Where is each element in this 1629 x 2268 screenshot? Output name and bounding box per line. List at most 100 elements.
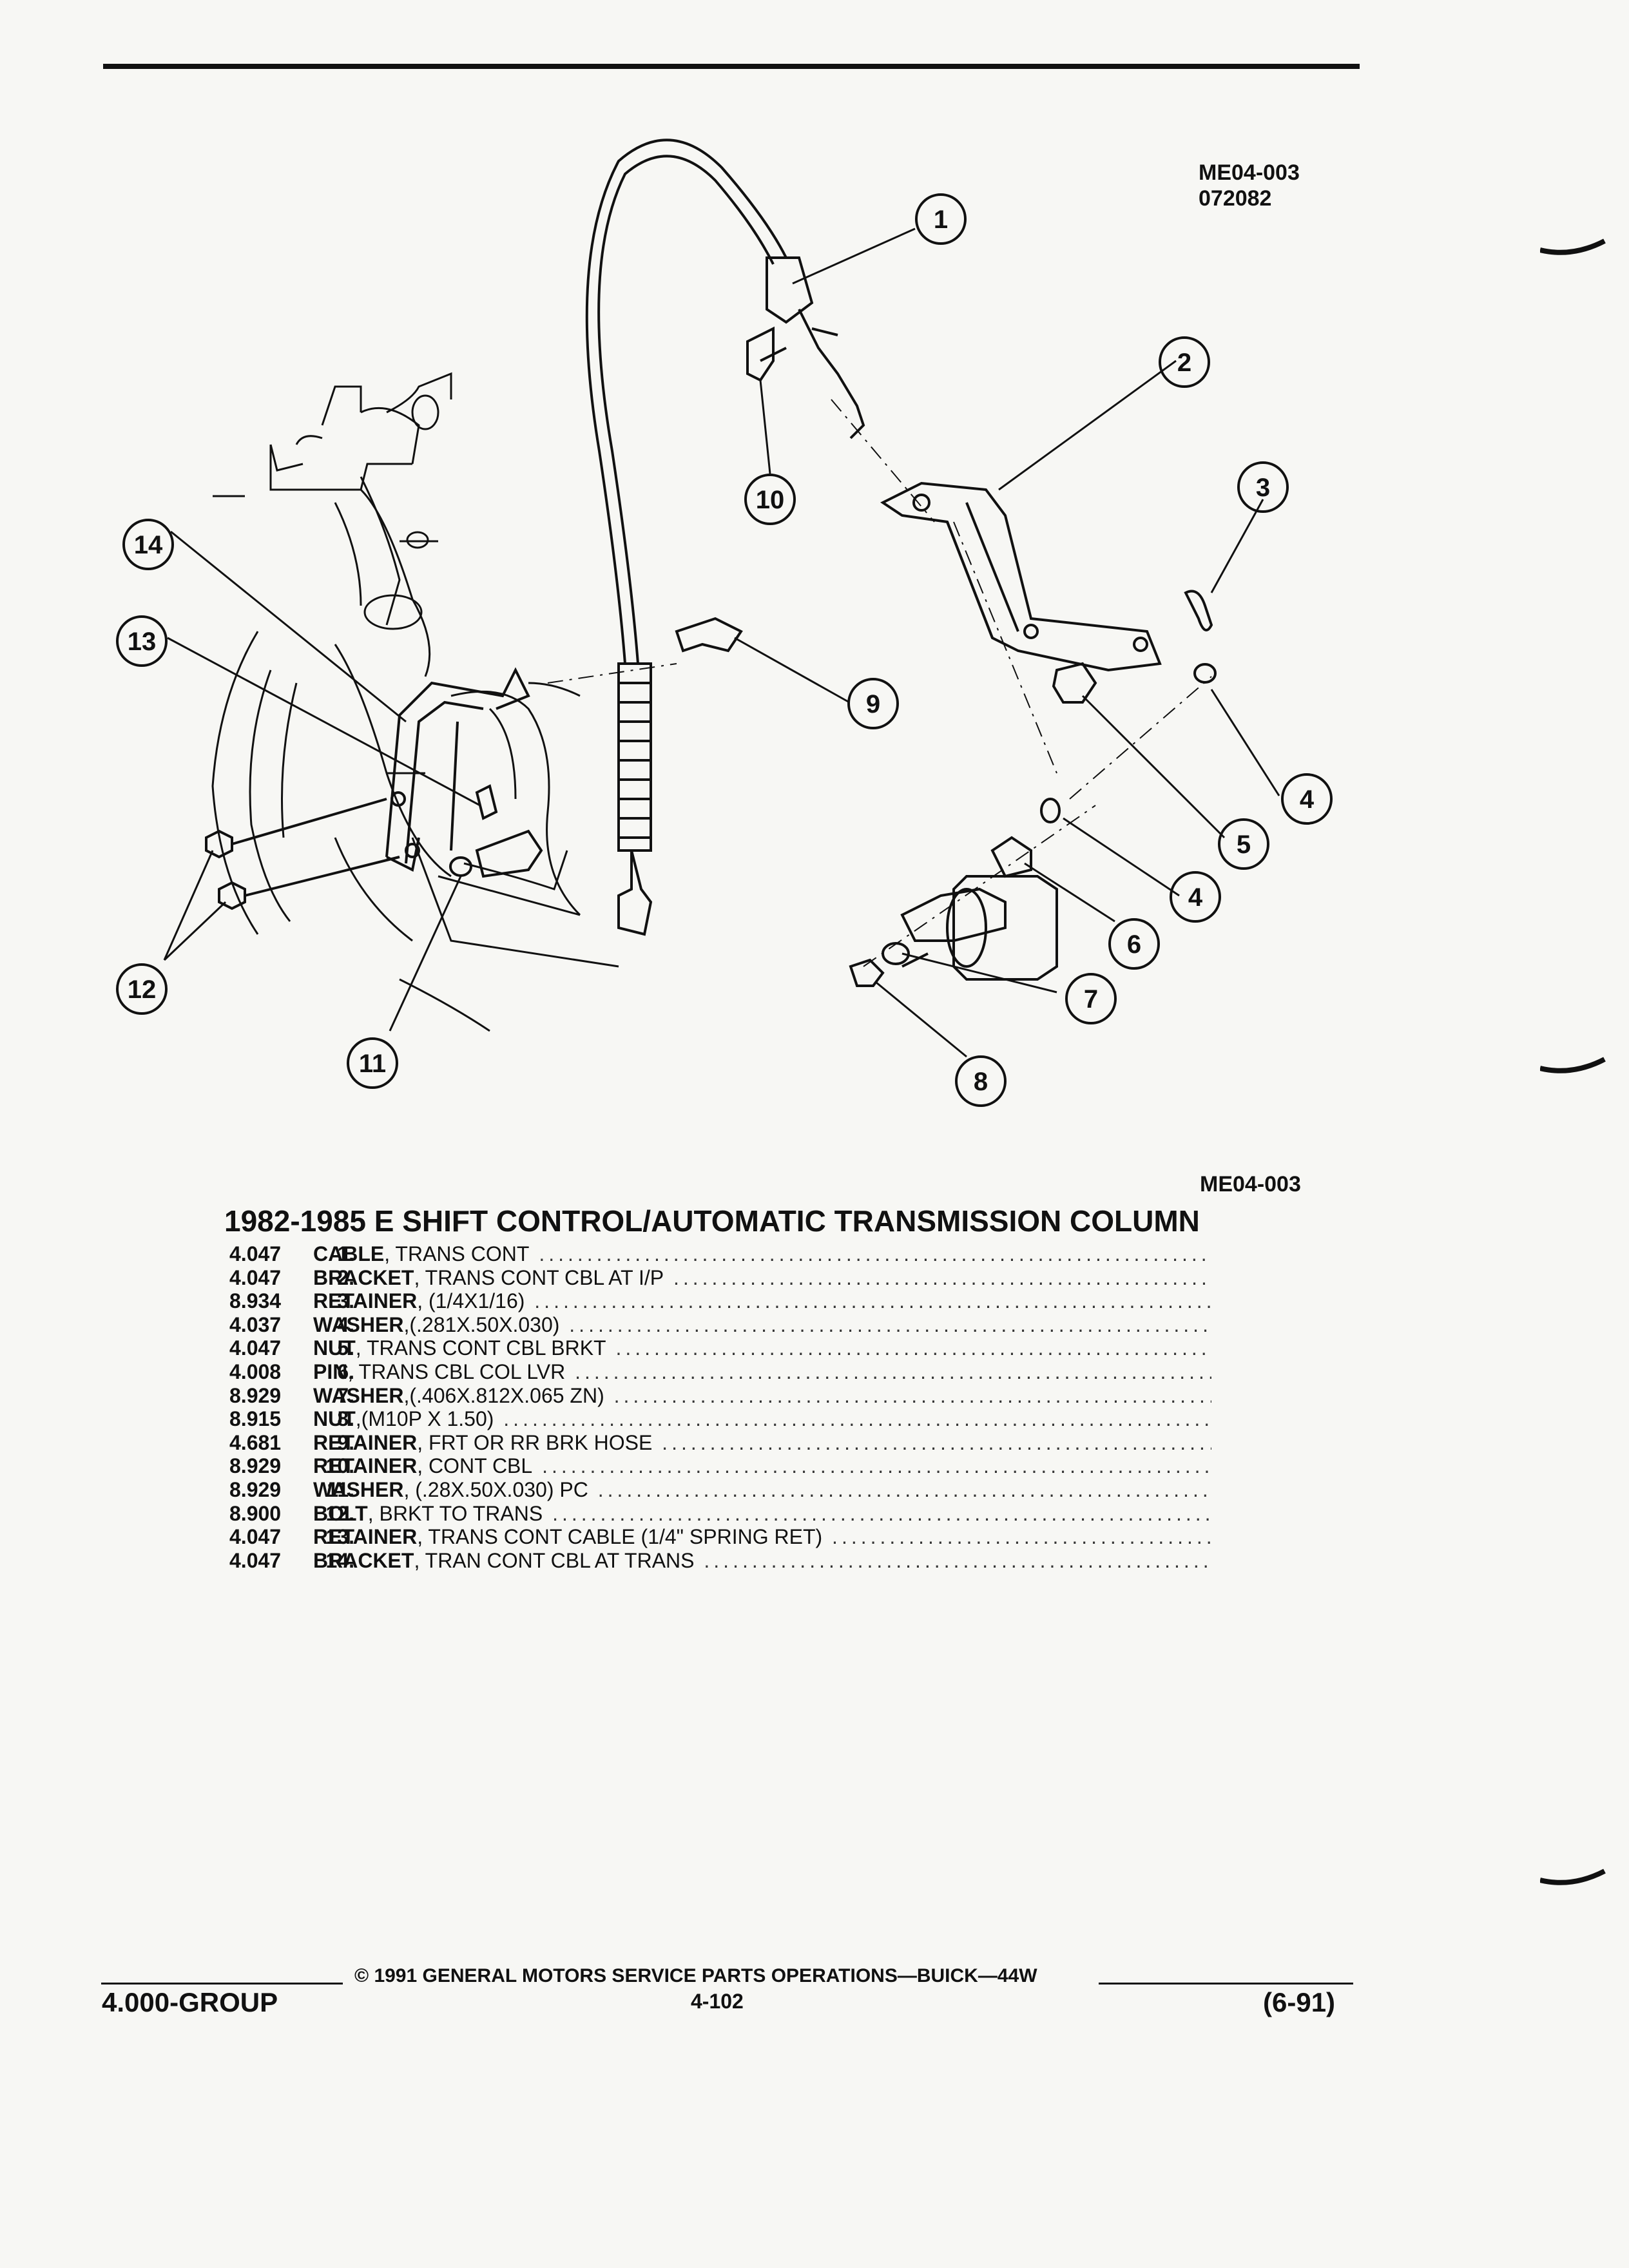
part-group-code: 4.037 [229, 1312, 282, 1336]
bolts-12 [205, 798, 400, 910]
callout-1: 1 [934, 206, 948, 234]
part-detail: , TRANS CONT CBL AT I/P [414, 1265, 664, 1289]
part-number: 9. [337, 1430, 354, 1454]
figure-date-code: 072082 [1199, 186, 1272, 211]
part-number: 6. [337, 1360, 354, 1383]
part-number: 1. [337, 1242, 354, 1265]
part-description: WASHER, (.28X.50X.030) PC ..............… [313, 1478, 1211, 1501]
footer-rule-left [101, 1983, 343, 1984]
part-group-code: 8.900 [229, 1501, 282, 1525]
pin-6 [990, 836, 1032, 878]
callout-4a: 4 [1300, 785, 1315, 814]
part-group-code: 8.915 [229, 1407, 282, 1431]
leader-dots: ........................................… [552, 1501, 1211, 1525]
cable-1 [585, 139, 865, 936]
column-lever-assembly [900, 875, 1058, 981]
part-name: NUT [313, 1407, 356, 1431]
retainer-3 [1184, 590, 1213, 631]
part-detail: ,(M10P X 1.50) [355, 1407, 494, 1431]
part-name: RETAINER [313, 1454, 418, 1478]
part-group-code: 4.047 [229, 1265, 282, 1289]
figure-code: ME04-003 [1199, 160, 1300, 185]
part-description: BOLT, BRKT TO TRANS ....................… [313, 1502, 1211, 1525]
callout-7: 7 [1084, 985, 1098, 1014]
part-detail: , BRKT TO TRANS [367, 1501, 543, 1525]
part-group-code: 4.008 [229, 1360, 282, 1383]
part-name: BRACKET [313, 1265, 414, 1289]
retainer-10 [746, 326, 787, 382]
part-detail: , (1/4X1/16) [417, 1289, 525, 1313]
part-description: NUT,(M10P X 1.50) ......................… [313, 1407, 1211, 1430]
part-detail: , TRANS CBL COL LVR [347, 1360, 566, 1383]
part-detail: , TRANS CONT CBL BRKT [355, 1336, 606, 1360]
top-rule [103, 64, 1360, 69]
part-number: 11. [327, 1477, 354, 1501]
part-group-code: 8.929 [229, 1383, 282, 1407]
part-detail: , TRAN CONT CBL AT TRANS [414, 1548, 695, 1572]
retainer-9 [675, 617, 743, 653]
nut-8 [849, 958, 885, 987]
part-description: RETAINER, (1/4X1/16) ...................… [313, 1289, 1211, 1312]
part-detail: , FRT OR RR BRK HOSE [417, 1430, 653, 1454]
leader-dots: ........................................… [613, 1383, 1211, 1407]
part-detail: , (.28X.50X.030) PC [403, 1477, 588, 1501]
scan-mark [1540, 1057, 1606, 1073]
engine-fitting [213, 372, 452, 630]
scan-mark [1540, 238, 1606, 255]
footer-page-number: 4-102 [691, 1990, 744, 2013]
part-name: NUT [313, 1336, 356, 1360]
leader-dots: ........................................… [597, 1477, 1211, 1501]
callout-12: 12 [128, 975, 157, 1004]
part-group-code: 8.934 [229, 1289, 282, 1313]
part-description: BRACKET, TRANS CONT CBL AT I/P .........… [313, 1266, 1211, 1289]
part-name: WASHER [313, 1383, 404, 1407]
part-description: WASHER,(.406X.812X.065 ZN) .............… [313, 1384, 1211, 1407]
part-detail: ,(.281X.50X.030) [403, 1312, 560, 1336]
part-detail: , TRANS CONT [384, 1242, 530, 1265]
callout-13: 13 [128, 628, 157, 656]
leader-dots: ........................................… [503, 1407, 1211, 1431]
callout-4b: 4 [1188, 883, 1203, 912]
callout-9: 9 [866, 690, 880, 718]
callout-5: 5 [1237, 831, 1251, 859]
part-detail: ,(.406X.812X.065 ZN) [403, 1383, 604, 1407]
part-number: 8. [337, 1407, 354, 1431]
part-description: NUT, TRANS CONT CBL BRKT ...............… [313, 1336, 1211, 1360]
washer-4-upper [1193, 663, 1217, 684]
part-name: BRACKET [313, 1548, 414, 1572]
footer-date: (6-91) [1263, 1987, 1336, 2017]
leader-dots: ........................................… [569, 1312, 1211, 1336]
part-group-code: 4.047 [229, 1242, 282, 1265]
part-name: PIN [313, 1360, 348, 1383]
callouts [116, 193, 1333, 1107]
part-detail: , TRANS CONT CABLE (1/4" SPRING RET) [417, 1525, 823, 1549]
figure-caption-code: ME04-003 [1200, 1172, 1301, 1196]
callout-2: 2 [1177, 349, 1191, 377]
callout-3: 3 [1256, 474, 1270, 502]
part-number: 2. [337, 1265, 354, 1289]
part-name: RETAINER [313, 1289, 418, 1313]
leader-dots: ........................................… [575, 1360, 1211, 1383]
exploded-parts-diagram: 1 2 3 4 5 4 6 7 8 9 10 11 12 13 14 [116, 139, 1333, 1107]
part-description: RETAINER, TRANS CONT CABLE (1/4" SPRING … [313, 1525, 1211, 1548]
part-group-code: 4.681 [229, 1430, 282, 1454]
part-group-code: 8.929 [229, 1454, 282, 1478]
leader-dots: ........................................… [832, 1525, 1211, 1549]
washer-4-lower [1040, 798, 1061, 823]
parts-list-item: 6. 4.008 PIN, TRANS CBL COL LVR ..........… [155, 1360, 1211, 1384]
footer-copyright: © 1991 GENERAL MOTORS SERVICE PARTS OPER… [354, 1965, 1037, 1986]
part-number: 10. [325, 1454, 354, 1478]
footer-group: 4.000-GROUP [102, 1987, 278, 2017]
part-number: 14. [325, 1548, 354, 1572]
part-name: RETAINER [313, 1430, 418, 1454]
parts-list-item: 2. 4.047 BRACKET, TRANS CONT CBL AT I/P ..… [155, 1266, 1211, 1290]
leader-dots: ........................................… [673, 1265, 1211, 1289]
part-name: BOLT [313, 1501, 368, 1525]
